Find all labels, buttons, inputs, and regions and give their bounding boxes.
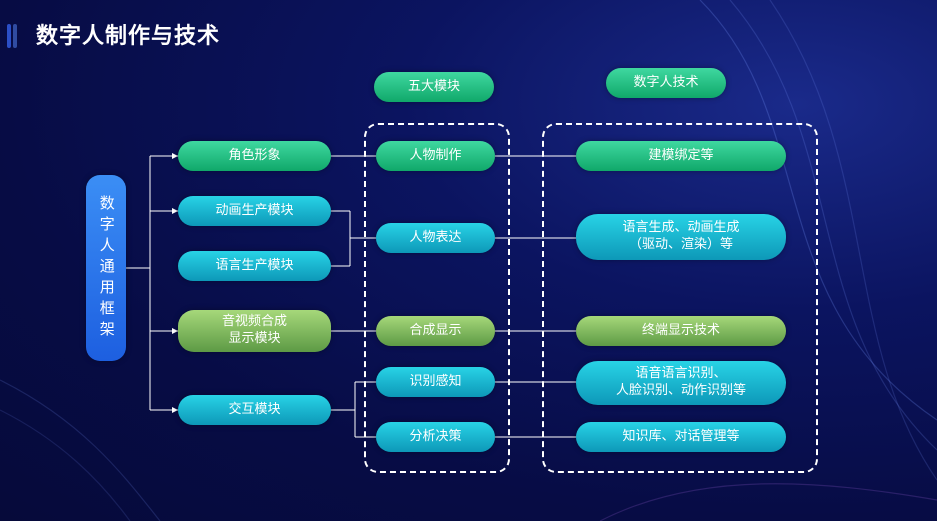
tech-recognition: 语音语言识别、 人脸识别、动作识别等	[576, 361, 786, 405]
module-recognition: 识别感知	[376, 367, 495, 397]
header-modules: 五大模块	[374, 72, 494, 102]
component-av-display: 音视频合成 显示模块	[178, 310, 331, 352]
tech-knowledge: 知识库、对话管理等	[576, 422, 786, 452]
title-accent-icon	[7, 24, 17, 48]
tech-group-box	[542, 123, 818, 473]
component-role-image: 角色形象	[178, 141, 331, 171]
tech-modeling: 建模绑定等	[576, 141, 786, 171]
modules-group-box	[364, 123, 510, 473]
header-tech: 数字人技术	[606, 68, 726, 98]
module-composite-display: 合成显示	[376, 316, 495, 346]
tech-terminal-display: 终端显示技术	[576, 316, 786, 346]
root-framework: 数字人通用框架	[86, 175, 126, 361]
component-animation: 动画生产模块	[178, 196, 331, 226]
module-decision: 分析决策	[376, 422, 495, 452]
tech-generation: 语言生成、动画生成 （驱动、渲染）等	[576, 214, 786, 260]
component-language: 语言生产模块	[178, 251, 331, 281]
page-title: 数字人制作与技术	[36, 24, 221, 49]
component-interaction: 交互模块	[178, 395, 331, 425]
module-character-making: 人物制作	[376, 141, 495, 171]
module-character-expression: 人物表达	[376, 223, 495, 253]
